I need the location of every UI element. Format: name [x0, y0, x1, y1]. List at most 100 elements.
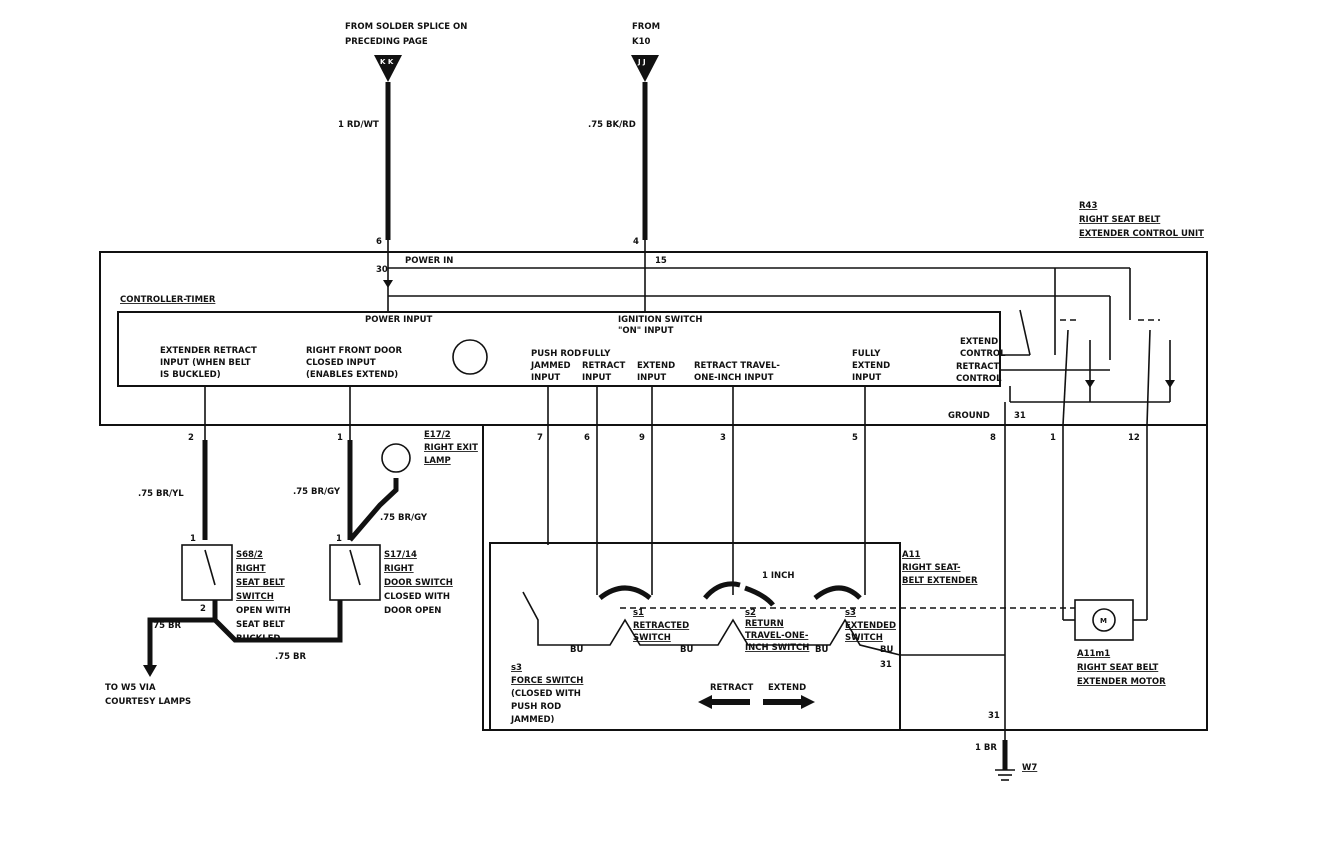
- force-name: (CLOSED WITH: [511, 689, 581, 699]
- s1-name: RETRACTED: [633, 621, 689, 631]
- s17-name: RIGHT: [384, 564, 414, 574]
- pin-label: 1: [1050, 433, 1056, 443]
- motor-name: EXTENDER MOTOR: [1077, 677, 1166, 687]
- s2-ref: s2: [745, 608, 756, 618]
- extender-name: BELT EXTENDER: [902, 576, 978, 586]
- s68-name: SWITCH: [236, 592, 274, 602]
- wire-label: .75 BR/GY: [380, 513, 428, 523]
- control-unit: R43 RIGHT SEAT BELT EXTENDER CONTROL UNI…: [99, 201, 1208, 426]
- retract-control-label: RETRACT: [956, 362, 1000, 372]
- wire-label: .75 BR/GY: [293, 487, 341, 497]
- extend-control-label: CONTROL: [960, 349, 1006, 359]
- kk-pin: 6: [376, 237, 382, 247]
- motor-symbol: M: [1100, 617, 1107, 625]
- input-label: FULLY: [582, 349, 611, 359]
- pin-label: 9: [639, 433, 645, 443]
- kk-from-line1: FROM SOLDER SPLICE ON: [345, 22, 467, 32]
- motor-icon: [1092, 608, 1116, 632]
- s2-name: TRAVEL-ONE-: [745, 631, 809, 641]
- input-label: RETRACT TRAVEL-: [694, 361, 780, 371]
- s68-desc: OPEN WITH: [236, 606, 291, 616]
- pin-label: 12: [1128, 433, 1140, 443]
- input-label: IS BUCKLED): [160, 370, 221, 380]
- kk-wire-label: 1 RD/WT: [338, 120, 379, 130]
- force-name: PUSH ROD: [511, 702, 561, 712]
- force-name: FORCE SWITCH: [511, 676, 583, 686]
- bu-label: BU: [570, 645, 583, 655]
- extender-name: RIGHT SEAT-: [902, 563, 961, 573]
- s2-name: INCH SWITCH: [745, 643, 809, 653]
- power-input-label: POWER INPUT: [365, 315, 433, 325]
- ground-label: GROUND: [948, 411, 990, 421]
- input-label: INPUT: [582, 373, 611, 383]
- bu-label: BU: [815, 645, 828, 655]
- transistor-icon: [452, 339, 488, 375]
- input-label: INPUT: [852, 373, 881, 383]
- ignition-label1: IGNITION SWITCH: [618, 315, 703, 325]
- pin-label: 3: [720, 433, 726, 443]
- lamp-ref: E17/2: [424, 430, 451, 440]
- input-label: INPUT: [531, 373, 560, 383]
- pin-label: 1: [336, 534, 342, 544]
- retract-arrow-icon: [698, 695, 750, 709]
- s68-switch-box: [181, 544, 233, 601]
- s1-ref: s1: [633, 608, 644, 618]
- pin-label: 31: [880, 660, 892, 670]
- extend-label: EXTEND: [768, 683, 806, 693]
- pin-label: 2: [200, 604, 206, 614]
- input-label: RETRACT: [582, 361, 626, 371]
- retract-control-label: CONTROL: [956, 374, 1002, 384]
- input-label: EXTENDER RETRACT: [160, 346, 257, 356]
- extend-arrow-icon: [763, 695, 815, 709]
- jj-inner-pin: 15: [655, 256, 667, 266]
- input-label: RIGHT FRONT DOOR: [306, 346, 403, 356]
- pin-label: 31: [988, 711, 1000, 721]
- ground-ref: W7: [1022, 763, 1037, 773]
- connector-kk: FROM SOLDER SPLICE ON PRECEDING PAGE K K…: [338, 22, 467, 275]
- input-label: EXTEND: [852, 361, 890, 371]
- jj-from-line2: K10: [632, 37, 651, 47]
- input-label: INPUT: [637, 373, 666, 383]
- s1-name: SWITCH: [633, 633, 671, 643]
- kk-id: K K: [380, 58, 394, 66]
- s68-desc: SEAT BELT: [236, 620, 285, 630]
- force-name: JAMMED): [510, 715, 555, 725]
- controller-timer: CONTROLLER-TIMER POWER INPUT IGNITION SW…: [117, 295, 1140, 750]
- jj-wire-label: .75 BK/RD: [588, 120, 636, 130]
- jj-from-line1: FROM: [632, 22, 660, 32]
- to-label: COURTESY LAMPS: [105, 697, 191, 707]
- pin-label: 1: [190, 534, 196, 544]
- extender-ref: A11: [902, 550, 920, 560]
- pin-label: 5: [852, 433, 858, 443]
- motor-name: RIGHT SEAT BELT: [1077, 663, 1158, 673]
- seat-belt-extender: A11 RIGHT SEAT- BELT EXTENDER 1 INCH BU …: [482, 425, 1208, 731]
- s17-name: DOOR SWITCH: [384, 578, 453, 588]
- input-label: JAMMED: [530, 361, 571, 371]
- s2-name: RETURN: [745, 619, 784, 629]
- bu-label: BU: [880, 645, 893, 655]
- wire-label: .75 BR: [275, 652, 306, 662]
- s3-name: EXTENDED: [845, 621, 896, 631]
- pin-label: 7: [537, 433, 543, 443]
- connector-jj: FROM K10 J J .75 BK/RD 4 15: [588, 22, 667, 266]
- extend-control-label: EXTEND: [960, 337, 998, 347]
- s68-name: RIGHT: [236, 564, 266, 574]
- s17-desc: DOOR OPEN: [384, 606, 441, 616]
- input-label: CLOSED INPUT: [306, 358, 376, 368]
- bu-label: BU: [680, 645, 693, 655]
- ground-w7: 31 1 BR W7: [975, 711, 1037, 781]
- left-circuit: .75 BR/YL .75 BR/GY .75 BR/GY E17/2 RIGH…: [105, 430, 478, 707]
- force-ref: s3: [511, 663, 522, 673]
- motor-ref: A11m1: [1077, 649, 1110, 659]
- controller-title: CONTROLLER-TIMER: [120, 295, 216, 305]
- pin-label: 2: [188, 433, 194, 443]
- ground-wire-label: 1 BR: [975, 743, 997, 753]
- pin-label: 1: [337, 433, 343, 443]
- ground-pin: 31: [1014, 411, 1026, 421]
- one-inch-label: 1 INCH: [762, 571, 795, 581]
- extender-motor: M A11m1 RIGHT SEAT BELT EXTENDER MOTOR: [1062, 425, 1166, 687]
- s68-ref: S68/2: [236, 550, 263, 560]
- s3-ref: s3: [845, 608, 856, 618]
- lamp-name: LAMP: [424, 456, 451, 466]
